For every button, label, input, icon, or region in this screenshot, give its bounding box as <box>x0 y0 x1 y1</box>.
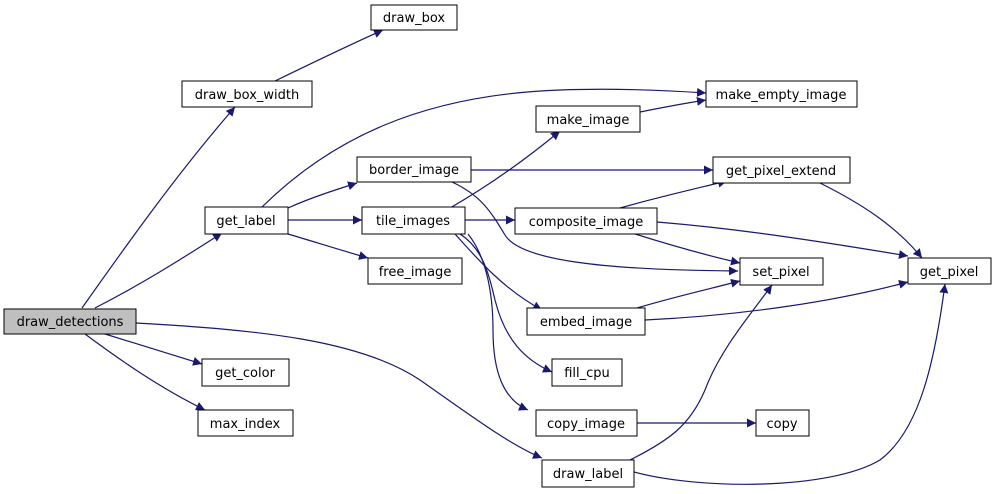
node-composite_image[interactable]: composite_image <box>514 207 658 235</box>
node-label: get_pixel <box>920 265 979 280</box>
node-label: max_index <box>210 417 281 432</box>
node-draw_box_width[interactable]: draw_box_width <box>181 80 313 108</box>
node-label: copy_image <box>547 417 625 432</box>
node-label: get_label <box>216 214 275 229</box>
edge-get_label-make_empty_image <box>261 87 707 208</box>
edge-border_image-set_pixel <box>451 181 739 276</box>
node-max_index[interactable]: max_index <box>197 409 294 437</box>
node-label: tile_images <box>376 214 450 229</box>
edge-draw_detections-get_label <box>94 232 223 309</box>
edge-tile_images-embed_image <box>454 233 543 311</box>
node-get_pixel[interactable]: get_pixel <box>907 257 992 285</box>
node-label: fill_cpu <box>564 366 610 381</box>
edge-draw_detections-max_index <box>84 333 206 411</box>
node-border_image[interactable]: border_image <box>356 156 472 183</box>
node-label: set_pixel <box>752 265 809 280</box>
node-make_image[interactable]: make_image <box>535 105 641 133</box>
edge-draw_label-get_pixel <box>633 283 949 485</box>
edge-composite_image-set_pixel <box>634 233 741 266</box>
node-label: get_pixel_extend <box>726 164 836 179</box>
node-label: draw_label <box>553 467 623 482</box>
edges <box>81 29 949 485</box>
edge-composite_image-get_pixel_extend <box>619 178 728 209</box>
edge-composite_image-get_pixel <box>656 221 909 259</box>
node-set_pixel[interactable]: set_pixel <box>739 257 824 286</box>
node-label: draw_detections <box>17 315 124 330</box>
edge-tile_images-make_image <box>449 130 561 209</box>
edge-get_pixel_extend-get_pixel <box>819 182 923 259</box>
node-copy_image[interactable]: copy_image <box>535 409 638 437</box>
node-label: composite_image <box>529 215 643 230</box>
edge-tile_images-fill_cpu <box>459 233 553 373</box>
edge-draw_detections-draw_label <box>135 322 543 459</box>
edge-make_image-make_empty_image <box>639 96 707 113</box>
edge-embed_image-set_pixel <box>636 278 741 309</box>
node-make_empty_image[interactable]: make_empty_image <box>705 80 858 108</box>
node-get_label[interactable]: get_label <box>204 206 289 235</box>
edge-tile_images-copy_image <box>467 233 529 411</box>
node-draw_detections[interactable]: draw_detections <box>3 308 137 335</box>
node-copy[interactable]: copy <box>755 409 810 437</box>
node-label: make_empty_image <box>716 88 847 103</box>
node-label: make_image <box>547 113 630 128</box>
node-draw_label[interactable]: draw_label <box>541 459 635 488</box>
node-draw_box[interactable]: draw_box <box>370 4 458 31</box>
node-fill_cpu[interactable]: fill_cpu <box>551 358 623 387</box>
node-label: embed_image <box>540 315 632 330</box>
node-tile_images[interactable]: tile_images <box>361 206 466 235</box>
edge-draw_detections-get_color <box>104 333 203 366</box>
edge-draw_box_width-draw_box <box>274 29 384 82</box>
edge-get_label-free_image <box>287 233 369 260</box>
edge-embed_image-get_pixel <box>644 279 909 321</box>
node-label: border_image <box>369 163 459 178</box>
node-label: free_image <box>379 265 452 280</box>
node-get_color[interactable]: get_color <box>201 358 290 387</box>
node-label: draw_box <box>383 11 446 26</box>
node-label: copy <box>766 417 797 432</box>
node-label: draw_box_width <box>195 88 300 103</box>
node-embed_image[interactable]: embed_image <box>526 307 646 336</box>
node-get_pixel_extend[interactable]: get_pixel_extend <box>712 156 851 184</box>
edge-get_label-border_image <box>287 181 358 209</box>
node-free_image[interactable]: free_image <box>367 257 463 285</box>
edge-draw_detections-draw_box_width <box>81 106 236 309</box>
node-label: get_color <box>215 366 276 381</box>
nodes: draw_detections draw_box_width draw_box … <box>3 4 992 488</box>
edge-draw_label-set_pixel <box>629 284 773 461</box>
